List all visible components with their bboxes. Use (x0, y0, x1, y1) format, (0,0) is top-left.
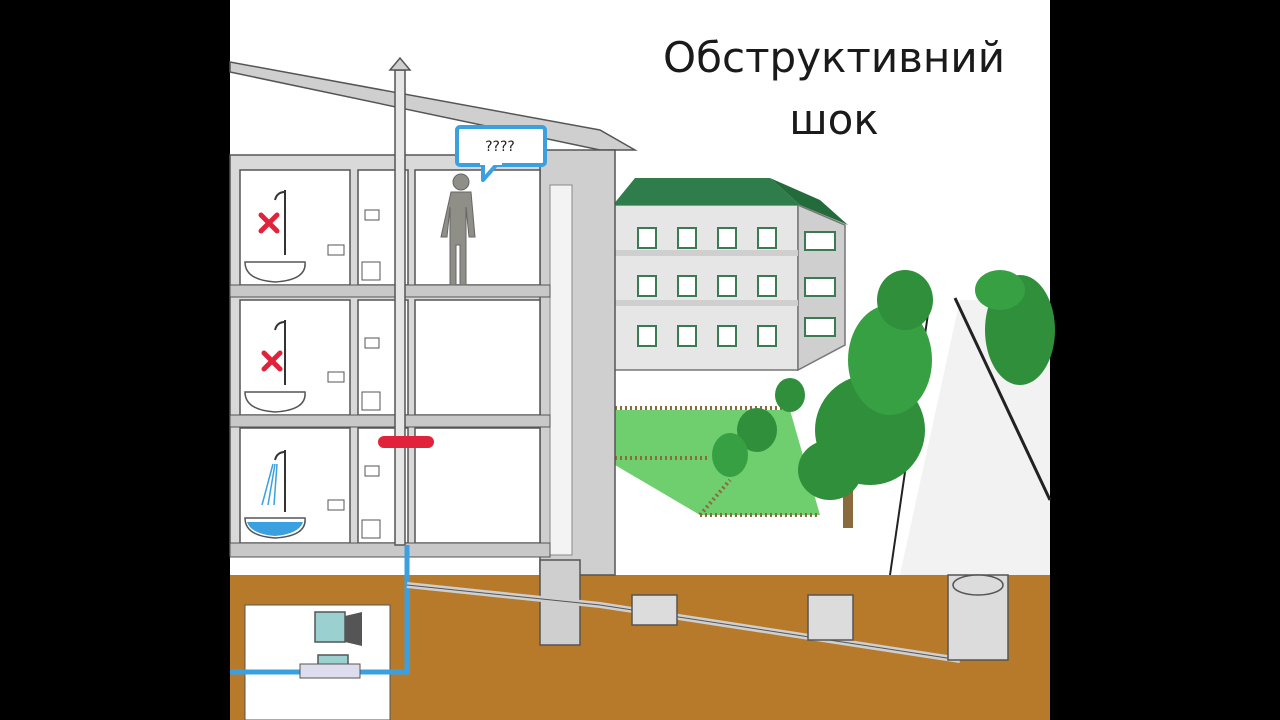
facade-window-strip (549, 184, 573, 556)
room-floor2-living (414, 299, 541, 416)
room-floor3-living (414, 169, 541, 286)
right-black-bar (1050, 0, 1280, 720)
street-edge-line (953, 297, 1052, 501)
trees (712, 270, 1055, 528)
fixtures-floor3 (244, 190, 381, 283)
background-building (612, 178, 848, 372)
sewer-main-line-edge (406, 584, 961, 661)
person-figure-icon (440, 173, 476, 286)
cross-icon-floor2 (261, 350, 283, 372)
vent-cap (388, 56, 412, 71)
speech-bubble: ???? (455, 125, 547, 182)
fixtures-floor2 (244, 320, 381, 413)
diagram-title-line1: Обструктивний (663, 33, 1005, 82)
room-floor1-living (414, 427, 541, 544)
left-black-bar (0, 0, 230, 720)
speech-bubble-text: ???? (485, 139, 515, 155)
pipe-blockage (378, 436, 434, 448)
vertical-sewer-stack (394, 69, 406, 546)
diagram-title-line2: шок (789, 95, 879, 144)
cross-icon-floor3 (258, 212, 280, 234)
fixtures-floor1 (244, 450, 381, 539)
shower-water-spray-icon (261, 463, 278, 506)
manholes (631, 574, 1009, 661)
background-roof (613, 178, 800, 205)
background-windows (637, 227, 836, 347)
pump (299, 611, 362, 679)
floor-slabs (229, 284, 551, 558)
